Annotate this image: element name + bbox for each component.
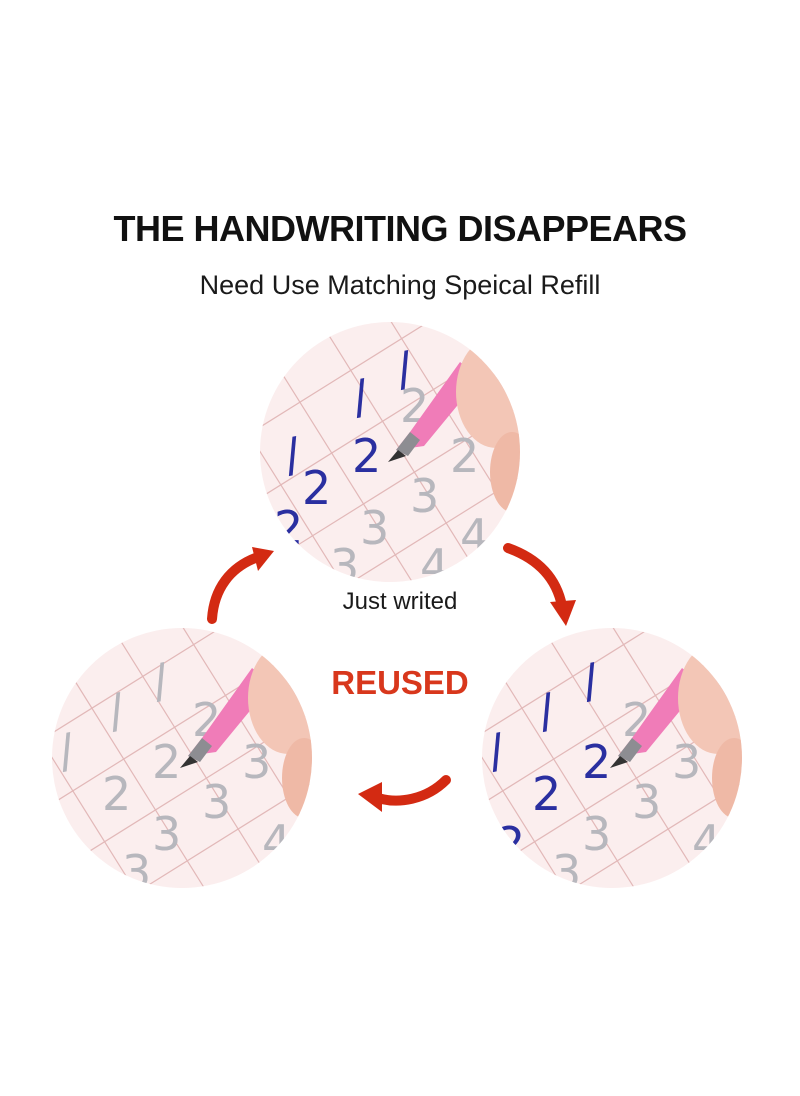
svg-text:3: 3 xyxy=(330,539,359,582)
svg-text:2: 2 xyxy=(582,735,611,789)
subheadline: Need Use Matching Speical Refill xyxy=(199,270,601,300)
just-written-photo: / / / 2 2 2 2 2 3 3 3 4 4 xyxy=(260,322,520,582)
svg-text:3: 3 xyxy=(122,845,151,888)
caption: Just writed xyxy=(342,588,458,615)
svg-text:3: 3 xyxy=(552,845,581,888)
svg-text:4: 4 xyxy=(692,815,721,869)
svg-text:2: 2 xyxy=(496,817,525,871)
headline: THE HANDWRITING DISAPPEARS xyxy=(113,208,687,249)
arrow-down-right-icon xyxy=(503,543,576,626)
svg-text:3: 3 xyxy=(360,501,389,555)
svg-text:2: 2 xyxy=(532,767,561,821)
svg-text:3: 3 xyxy=(202,775,231,829)
rewritten-photo: / / / 2 2 2 2 3 3 3 3 4 xyxy=(482,628,742,888)
svg-text:4: 4 xyxy=(262,815,291,869)
svg-text:2: 2 xyxy=(352,429,381,483)
disappearing-photo: / / / 2 2 2 3 3 3 3 4 xyxy=(52,628,312,888)
svg-text:3: 3 xyxy=(410,469,439,523)
svg-text:2: 2 xyxy=(152,735,181,789)
svg-text:2: 2 xyxy=(302,461,331,515)
arrow-left-icon xyxy=(358,775,451,812)
svg-text:3: 3 xyxy=(582,807,611,861)
svg-text:3: 3 xyxy=(152,807,181,861)
svg-text:3: 3 xyxy=(632,775,661,829)
svg-text:4: 4 xyxy=(460,509,489,563)
svg-text:2: 2 xyxy=(102,767,131,821)
arrow-up-right-icon xyxy=(207,547,274,624)
center-label: REUSED xyxy=(331,664,469,701)
svg-text:4: 4 xyxy=(420,539,449,582)
